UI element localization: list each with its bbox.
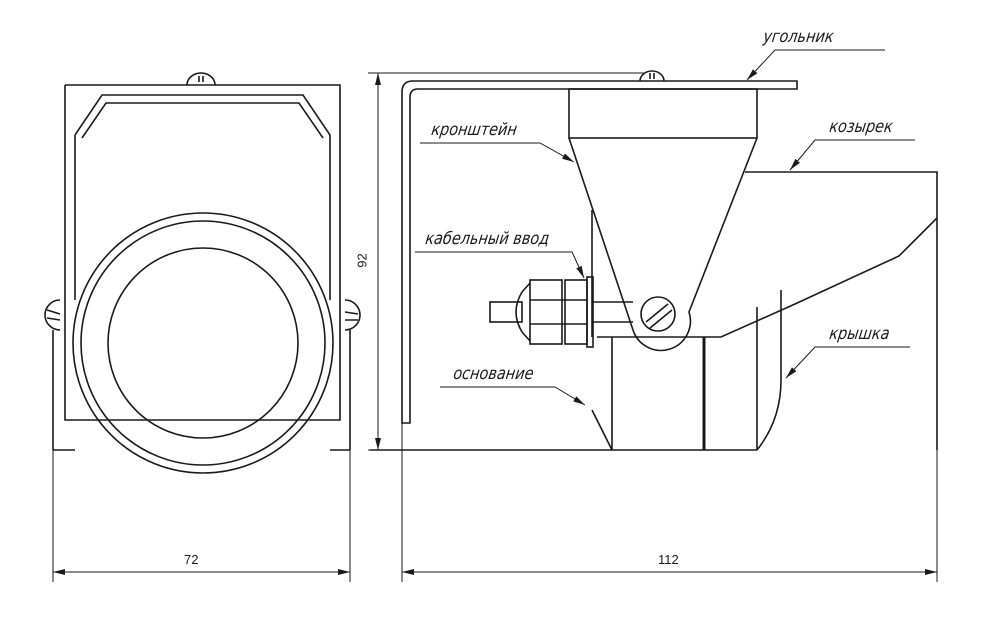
top-screw-icon <box>186 72 216 86</box>
cover-outline <box>756 290 782 451</box>
lens-glass <box>107 247 299 439</box>
visor-top <box>745 171 938 450</box>
label-kabelny-vvod: кабельный ввод <box>424 229 551 249</box>
lens-ring-outer <box>72 212 334 474</box>
label-kronshtein: кронштейн <box>430 120 519 140</box>
mount-bracket-top <box>568 88 758 139</box>
pivot-screw-slot <box>645 303 673 329</box>
cable-gland <box>489 276 633 348</box>
front-visor-inner <box>81 102 324 139</box>
label-kozyrek: козырек <box>828 117 895 137</box>
angle-bracket <box>401 80 798 424</box>
label-osnovanie: основание <box>452 364 535 384</box>
left-screw-icon <box>44 299 61 331</box>
dimension-side-length: 112 <box>658 552 679 567</box>
front-side-brackets <box>52 330 351 451</box>
front-housing-outline <box>64 84 341 300</box>
front-housing-lower <box>64 300 341 421</box>
right-screw-icon <box>344 299 361 331</box>
dimension-height: 92 <box>354 253 370 268</box>
housing-lines <box>591 210 758 450</box>
leader-lines <box>415 49 915 406</box>
side-top-screw-icon <box>639 70 665 82</box>
front-view <box>44 72 361 474</box>
mount-bracket-cone <box>568 137 758 352</box>
pivot-screw-icon <box>640 296 676 332</box>
lens-ring-middle <box>80 220 326 466</box>
base-edge <box>591 409 613 451</box>
label-ugolnik: угольник <box>762 27 836 47</box>
label-kryshka: крышка <box>828 324 891 344</box>
dimension-front-width: 72 <box>184 552 199 567</box>
side-view <box>370 70 938 451</box>
front-visor <box>74 94 331 300</box>
visor-edge <box>597 217 938 338</box>
dimension-lines <box>52 72 938 582</box>
